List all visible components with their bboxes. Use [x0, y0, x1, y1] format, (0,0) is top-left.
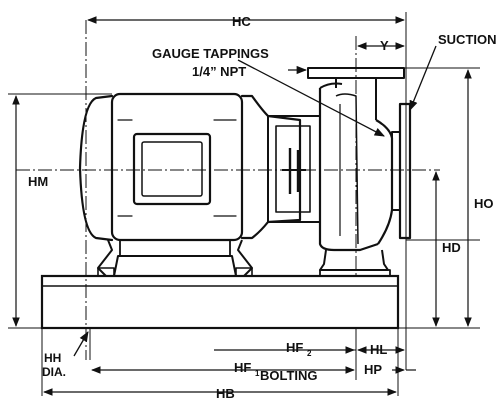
- pump-casing: [307, 67, 412, 277]
- label-hf2-main: HF: [286, 340, 303, 355]
- label-hh: HH: [44, 351, 61, 365]
- label-bolting: BOLTING: [260, 368, 318, 383]
- label-hc: HC: [232, 14, 251, 29]
- label-gauge-npt: 1/4” NPT: [192, 64, 246, 79]
- label-ho: HO: [474, 196, 494, 211]
- bearing-bracket: [267, 115, 321, 223]
- label-hd: HD: [442, 240, 461, 255]
- label-hl: HL: [370, 342, 387, 357]
- label-y: Y: [380, 38, 389, 53]
- dimension-arrows: [12, 16, 472, 396]
- label-hm: HM: [28, 174, 48, 189]
- label-hb: HB: [216, 386, 235, 401]
- centerlines: [16, 20, 440, 360]
- label-hf1: HF 1: [234, 360, 260, 378]
- label-hf1-sub: 1: [255, 369, 260, 378]
- label-hf2-sub: 2: [307, 349, 312, 358]
- label-hf1-main: HF: [234, 360, 251, 375]
- label-hf2: HF 2: [286, 340, 312, 358]
- base-plate: [40, 274, 400, 330]
- motor-stand: [97, 239, 253, 277]
- label-suction: SUCTION: [438, 32, 497, 47]
- label-hp: HP: [364, 362, 382, 377]
- leader-arrows: [73, 45, 437, 357]
- label-hh-dia: DIA.: [42, 365, 66, 379]
- label-gauge-tappings: GAUGE TAPPINGS: [152, 46, 269, 61]
